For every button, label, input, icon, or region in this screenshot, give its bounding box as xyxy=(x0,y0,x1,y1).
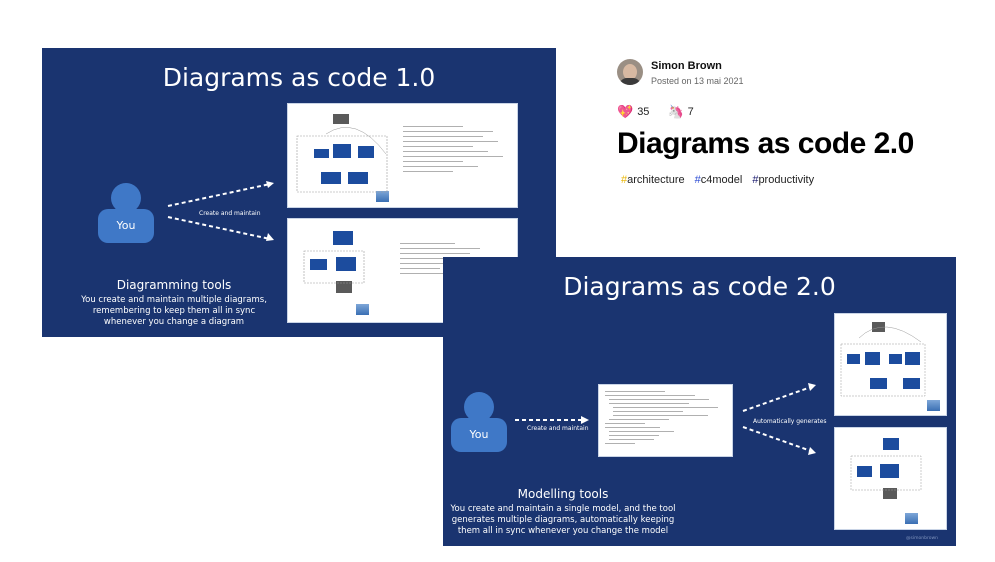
diagram-thumbnail-1 xyxy=(287,103,518,208)
reaction-unicorn[interactable]: 🦄 7 xyxy=(667,104,693,120)
tag-list: #architecture #c4model #productivity xyxy=(621,174,824,186)
caption-modelling-tools: Modelling tools You create and maintain … xyxy=(433,487,693,537)
author-name[interactable]: Simon Brown xyxy=(651,60,722,72)
caption-line: You create and maintain multiple diagram… xyxy=(81,295,267,305)
slide-title: Diagrams as code 1.0 xyxy=(162,63,436,92)
caption-line: them all in sync whenever you change the… xyxy=(457,526,669,536)
caption-line: generates multiple diagrams, automatical… xyxy=(451,515,675,525)
reactions-bar: 💖 35 🦄 7 xyxy=(617,104,712,120)
diagram-outline xyxy=(296,127,388,193)
diagram-outline xyxy=(840,326,926,397)
person-label: You xyxy=(451,418,507,452)
heart-icon: 💖 xyxy=(617,104,634,119)
arrow-label: Create and maintain xyxy=(199,210,261,217)
arrow-label-right: Automatically generates xyxy=(753,418,827,425)
unicorn-icon: 🦄 xyxy=(667,104,684,119)
tag-name: architecture xyxy=(627,174,685,186)
generated-diagram-1 xyxy=(834,313,947,416)
tag-hash: # xyxy=(694,174,701,186)
caption-line: You create and maintain a single model, … xyxy=(450,504,676,514)
diagram-outline xyxy=(303,250,365,284)
caption-diagramming-tools: Diagramming tools You create and maintai… xyxy=(54,278,294,328)
tag-name: productivity xyxy=(758,174,815,186)
model-code-thumbnail xyxy=(598,384,733,457)
slide-diagrams-as-code-2: Diagrams as code 2.0 You Create and main… xyxy=(443,257,956,546)
reaction-count: 7 xyxy=(687,106,694,118)
reaction-count: 35 xyxy=(637,106,650,118)
diagram-outline xyxy=(850,455,922,491)
tag-c4model[interactable]: #c4model xyxy=(695,174,743,186)
caption-heading: Modelling tools xyxy=(517,487,609,501)
person-label: You xyxy=(98,209,154,243)
tag-productivity[interactable]: #productivity xyxy=(752,174,814,186)
caption-line: remembering to keep them all in sync xyxy=(92,306,256,316)
arrows-to-diagrams xyxy=(167,181,274,241)
post-title: Diagrams as code 2.0 xyxy=(617,127,914,160)
arrow-label-left: Create and maintain xyxy=(527,425,589,432)
slide-title: Diagrams as code 2.0 xyxy=(563,272,836,301)
tag-hash: # xyxy=(752,174,759,186)
tag-architecture[interactable]: #architecture xyxy=(621,174,685,186)
twitter-handle: @simonbrown xyxy=(906,536,938,541)
arrows-to-generated-diagrams xyxy=(742,383,816,455)
author-avatar[interactable] xyxy=(617,59,643,85)
caption-heading: Diagramming tools xyxy=(116,278,232,292)
reaction-heart[interactable]: 💖 35 xyxy=(617,104,649,120)
person-head xyxy=(111,183,141,213)
tag-name: c4model xyxy=(700,174,743,186)
posted-date: Posted on 13 mai 2021 xyxy=(651,76,744,86)
tag-hash: # xyxy=(621,174,628,186)
generated-diagram-2 xyxy=(834,427,947,530)
person-head xyxy=(464,392,494,422)
caption-line: whenever you change a diagram xyxy=(103,317,245,327)
arrow-to-model xyxy=(515,416,589,424)
